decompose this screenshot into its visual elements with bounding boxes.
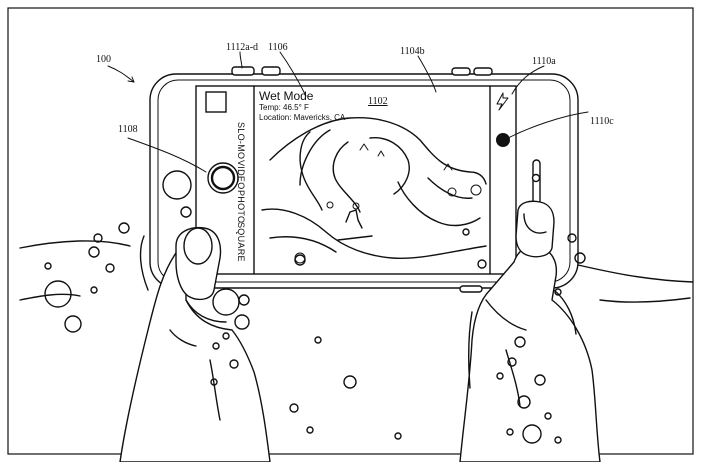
leader-lines — [107, 51, 589, 173]
right-hand — [459, 200, 601, 462]
shutter-ref-label: 1108 — [118, 124, 138, 135]
flash-icon[interactable] — [496, 92, 509, 111]
flash-ref-label: 1110a — [532, 56, 556, 67]
wave-scene — [261, 117, 487, 264]
record-ref-label: 1110c — [590, 116, 614, 127]
mode-selector[interactable]: SLO-MO VIDEO PHOTO SQUARE — [236, 122, 246, 262]
housing-ref-label: 1104b — [400, 46, 425, 57]
record-dot-icon[interactable] — [496, 133, 510, 147]
screen-title: Wet Mode — [259, 89, 314, 103]
figure-border — [7, 7, 694, 455]
thumbnail-icon[interactable] — [205, 91, 227, 113]
left-hand — [119, 226, 271, 462]
water-bubbles — [44, 170, 586, 444]
mode-square[interactable]: SQUARE — [236, 222, 246, 262]
preview-ref-label: 1102 — [368, 96, 388, 107]
wet-mode-ref-label: 1106 — [268, 42, 288, 53]
screen-location: Location: Mavericks, CA — [259, 113, 346, 122]
buttons-ref-label: 1112a-d — [226, 42, 258, 53]
mode-video[interactable]: VIDEO — [236, 160, 246, 190]
mode-photo[interactable]: PHOTO — [236, 190, 246, 223]
mode-slo-mo[interactable]: SLO-MO — [236, 122, 246, 159]
shutter-button-icon[interactable] — [207, 162, 239, 194]
screen-temperature: Temp: 46.5° F — [259, 103, 309, 112]
figure-ref-label: 100 — [96, 54, 111, 65]
